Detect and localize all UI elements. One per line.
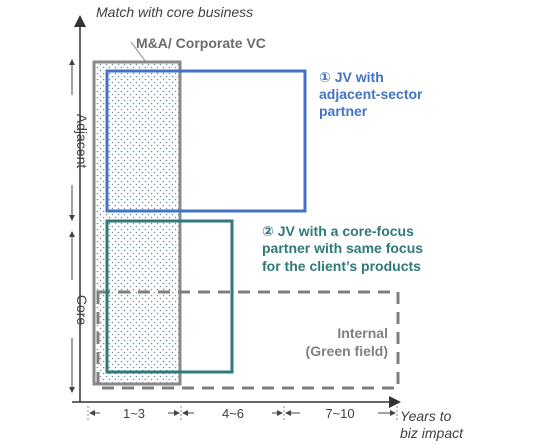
jv-adjacent-label-line1: ① JV with — [319, 69, 384, 85]
x-axis-title-line2: biz impact — [400, 425, 464, 441]
y-axis-title: Match with core business — [96, 4, 253, 20]
jv-adjacent-box — [105, 69, 307, 213]
x-tick-label-3: 7~10 — [325, 406, 354, 421]
jv-core-box — [105, 219, 234, 374]
jv-core-label-line2: partner with same focus — [262, 240, 423, 256]
jv-adjacent-label-line2: adjacent-sector — [319, 86, 423, 102]
y-category-adjacent: Adjacent — [74, 114, 90, 169]
internal-box — [96, 290, 400, 390]
y-category-core: Core — [74, 295, 90, 326]
jv-core-label-line1: ② JV with a core-focus — [262, 223, 414, 239]
internal-label-line1: Internal — [337, 325, 388, 341]
ma-cvc-leader — [130, 41, 147, 63]
x-axis-title-line1: Years to — [400, 408, 452, 424]
x-tick-label-1: 1~3 — [123, 406, 145, 421]
jv-core-label-line3: for the client’s products — [262, 258, 421, 274]
ma-cvc-label: M&A/ Corporate VC — [136, 35, 266, 51]
jv-adjacent-label-line3: partner — [319, 103, 368, 119]
x-tick-label-2: 4~6 — [222, 406, 244, 421]
internal-label-line2: (Green field) — [306, 343, 388, 359]
